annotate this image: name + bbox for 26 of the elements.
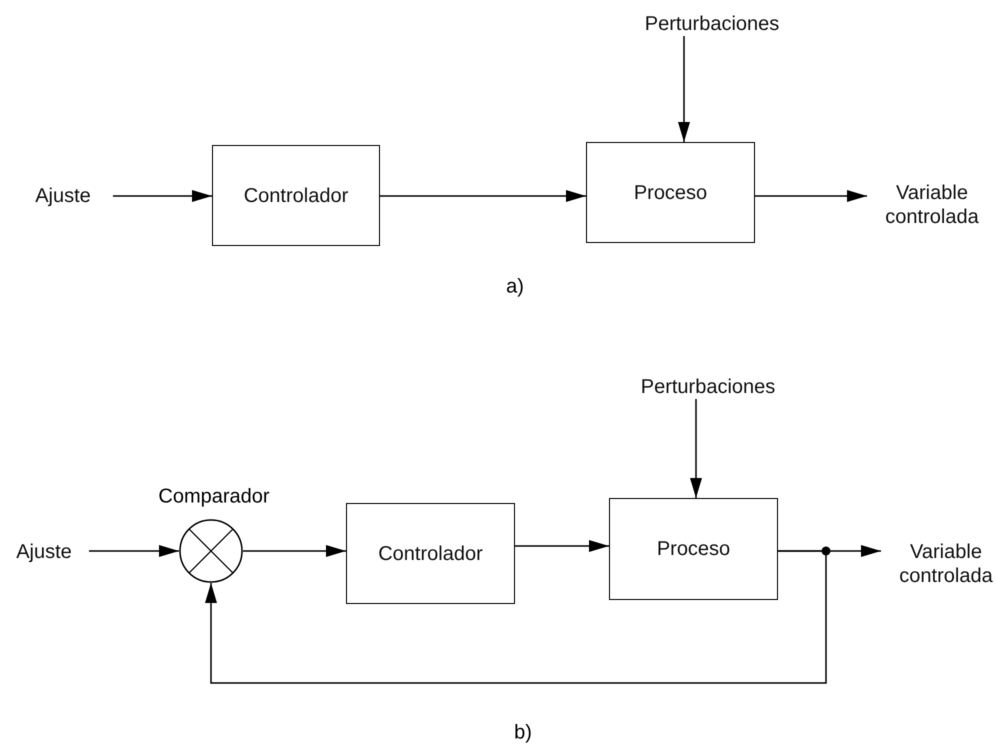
signal-label: Variable controlada: [898, 540, 994, 588]
block-label: Proceso: [656, 537, 730, 561]
node-caption: Comparador: [158, 486, 270, 508]
block-box: [586, 142, 755, 243]
arrow: [678, 36, 690, 142]
arrow: [89, 545, 179, 557]
signal-label: Ajuste: [15, 540, 73, 564]
arrow: [755, 190, 867, 202]
block-box: [346, 503, 515, 604]
arrow: [113, 190, 212, 202]
arrow: [690, 399, 702, 498]
signal-label: Ajuste: [34, 184, 92, 208]
block-label: Proceso: [634, 180, 708, 204]
block-box: [609, 498, 778, 600]
panel-label: b): [514, 722, 532, 744]
panel-label: a): [506, 276, 524, 298]
signal-label: Perturbaciones: [644, 12, 780, 36]
arrow: [380, 190, 586, 202]
block-label: Controlador: [378, 542, 483, 566]
arrow: [243, 545, 346, 557]
signal-label: Perturbaciones: [640, 375, 776, 399]
signal-label: Variable controlada: [884, 181, 980, 229]
block-label: Controlador: [244, 184, 348, 208]
block-box: [212, 145, 380, 246]
arrow: [205, 550, 827, 684]
arrow: [515, 540, 609, 552]
